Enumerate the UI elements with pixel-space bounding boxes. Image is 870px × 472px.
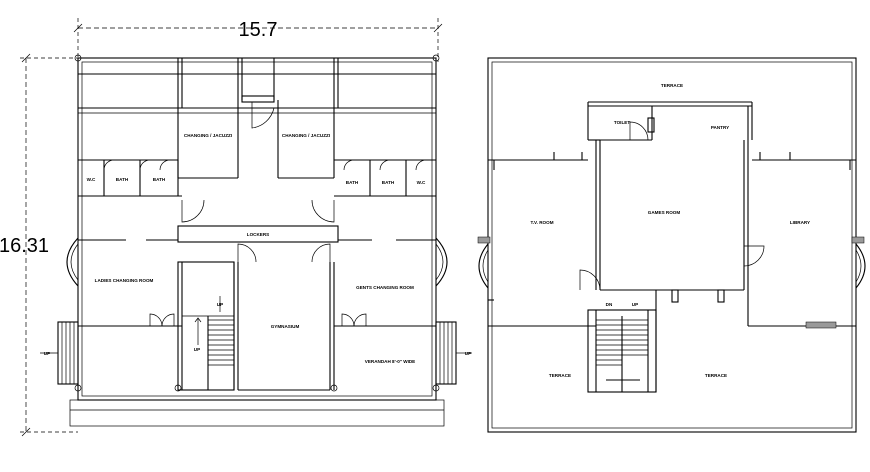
bath-left-2-label: BATH (153, 177, 166, 182)
terrace-left-label: TERRACE (549, 373, 571, 378)
height-dimension-label: 16.31 (0, 235, 49, 257)
stair-dn-label: DN (606, 302, 613, 307)
wc-left-label: W.C (87, 177, 96, 182)
bath-right-1-label: BATH (346, 180, 359, 185)
ground-floor-plan (40, 54, 472, 427)
bath-left-1-label: BATH (116, 177, 129, 182)
toilet-label: TOILET (614, 120, 630, 125)
terrace-right-label: TERRACE (705, 373, 727, 378)
changing-room-right-label: CHANGING / JACUZZI (282, 133, 330, 138)
bath-right-2-label: BATH (382, 180, 395, 185)
ladies-changing-label: LADIES CHANGING ROOM (95, 278, 154, 283)
gymnasium-label: GYMNASIUM (271, 324, 300, 329)
stair-up-arrow-label: UP (194, 347, 200, 352)
first-floor-plan (477, 57, 866, 433)
upper-stair-treads (596, 319, 648, 366)
stair-up-label-first: UP (632, 302, 638, 307)
up-right-label: UP (465, 351, 471, 356)
up-left-label: UP (44, 351, 50, 356)
changing-room-left-label: CHANGING / JACUZZI (184, 133, 232, 138)
stair-up-label: UP (217, 302, 223, 307)
wc-right-label: W.C (417, 180, 426, 185)
library-label: LIBRARY (790, 220, 810, 225)
terrace-top-label: TERRACE (661, 83, 683, 88)
width-dimension-label: 15.7 (239, 19, 278, 41)
verandah-label: VERANDAH 8'-0" WIDE (365, 359, 416, 364)
tv-room-label: T.V. ROOM (530, 220, 553, 225)
dimension-lines (20, 18, 443, 437)
pantry-label: PANTRY (711, 125, 729, 130)
gents-changing-label: GENTS CHANGING ROOM (356, 285, 414, 290)
lockers-label: LOCKERS (247, 232, 269, 237)
stair-treads (182, 315, 234, 390)
ground-columns (74, 54, 440, 392)
games-room-label: GAMES ROOM (648, 210, 681, 215)
